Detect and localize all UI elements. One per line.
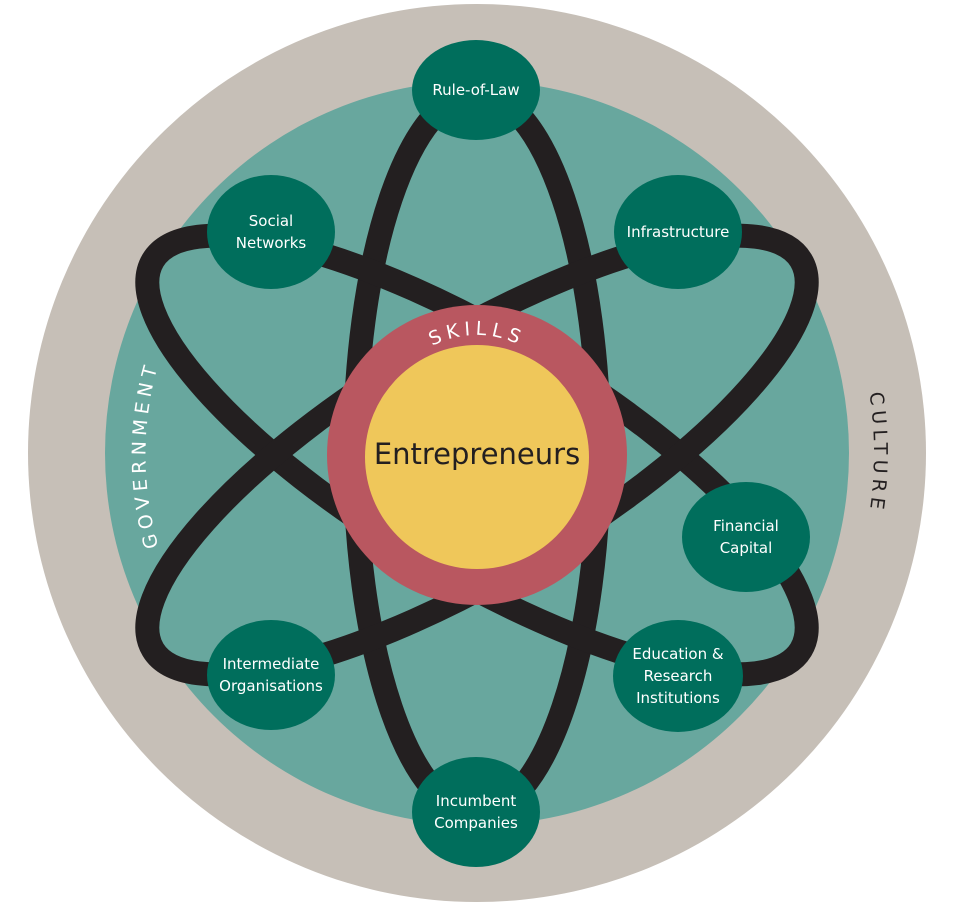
node-label: Organisations bbox=[219, 677, 323, 695]
culture-label: CULTURE bbox=[865, 391, 892, 516]
node-label: Networks bbox=[236, 234, 307, 252]
node-bubble bbox=[207, 175, 335, 289]
node-bubble bbox=[613, 620, 743, 732]
node-label: Social bbox=[249, 212, 293, 230]
node-bubble bbox=[412, 757, 540, 867]
node-label: Companies bbox=[434, 814, 518, 832]
node-label: Infrastructure bbox=[627, 223, 730, 241]
node-infrastructure: Infrastructure bbox=[614, 175, 742, 289]
node-bubble bbox=[412, 40, 540, 140]
node-label: Capital bbox=[720, 539, 773, 557]
node-bubble bbox=[682, 482, 810, 592]
node-label: Institutions bbox=[636, 689, 720, 707]
node-label: Financial bbox=[713, 517, 779, 535]
node-label: Incumbent bbox=[436, 792, 517, 810]
node-bubble bbox=[207, 620, 335, 730]
node-label: Intermediate bbox=[223, 655, 320, 673]
node-label: Rule-of-Law bbox=[432, 81, 519, 99]
node-label: Education & bbox=[632, 645, 723, 663]
center-label: Entrepreneurs bbox=[374, 437, 580, 471]
node-label: Research bbox=[644, 667, 713, 685]
node-rule-of-law: Rule-of-Law bbox=[412, 40, 540, 140]
node-bubble bbox=[614, 175, 742, 289]
entrepreneurs-core bbox=[365, 345, 589, 569]
